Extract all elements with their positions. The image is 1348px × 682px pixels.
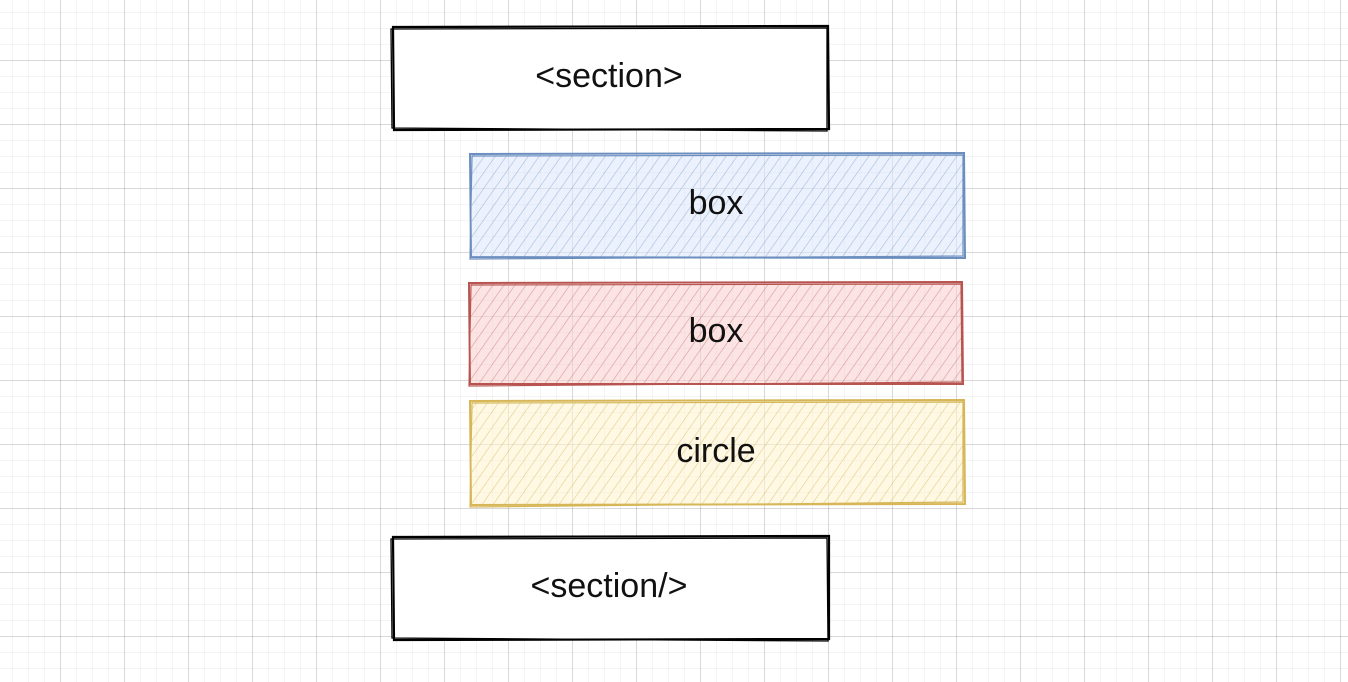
circle-yellow-stroke-2: [469, 401, 964, 508]
section-open-label: <section>: [535, 57, 682, 95]
section-close-fill: [393, 537, 828, 639]
circle-yellow-node[interactable]: circle: [468, 398, 967, 508]
circle-yellow-hatch: [472, 402, 964, 504]
section-close-stroke-2: [390, 537, 829, 642]
section-open-stroke-2: [390, 27, 828, 132]
box-blue-node[interactable]: box: [468, 151, 967, 260]
section-close-stroke-1: [391, 534, 831, 642]
section-open-stroke-1: [391, 24, 831, 132]
box-blue-hatch: [472, 155, 964, 257]
section-close-node[interactable]: <section/>: [390, 534, 831, 642]
box-red-label: box: [689, 312, 744, 350]
box-blue-label: box: [689, 184, 744, 222]
section-open-fill: [393, 27, 828, 129]
section-open-node[interactable]: <section>: [390, 24, 831, 132]
circle-yellow-label: circle: [676, 432, 755, 470]
box-red-stroke-2: [468, 283, 963, 387]
section-close-label: <section/>: [531, 567, 688, 605]
box-red-hatch: [471, 284, 963, 384]
box-red-node[interactable]: box: [467, 280, 965, 387]
box-blue-stroke-2: [469, 154, 964, 260]
